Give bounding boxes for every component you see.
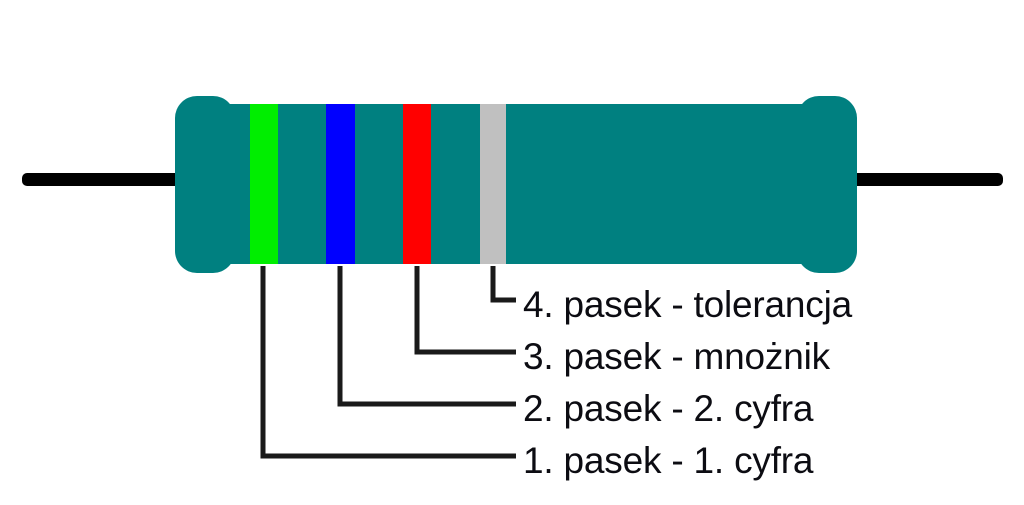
green-band — [250, 104, 278, 264]
left-lead-wire — [22, 173, 202, 186]
leader-line-band-2 — [337, 266, 516, 407]
blue-band — [326, 104, 355, 264]
leader-line-band-1 — [260, 266, 516, 459]
leader-line-band-4 — [490, 266, 516, 303]
callout-label-band-2-second-digit: 2. pasek - 2. cyfra — [523, 388, 814, 429]
silver-band — [480, 104, 506, 264]
leader-line-band-3 — [414, 266, 516, 355]
right-end-cap — [797, 96, 857, 273]
callout-label-band-1-first-digit: 1. pasek - 1. cyfra — [523, 440, 814, 481]
red-band — [403, 104, 431, 264]
right-lead-wire — [850, 173, 1003, 186]
callout-label-band-4-tolerance: 4. pasek - tolerancja — [523, 284, 852, 325]
callout-label-band-3-multiplier: 3. pasek - mnożnik — [523, 336, 830, 377]
